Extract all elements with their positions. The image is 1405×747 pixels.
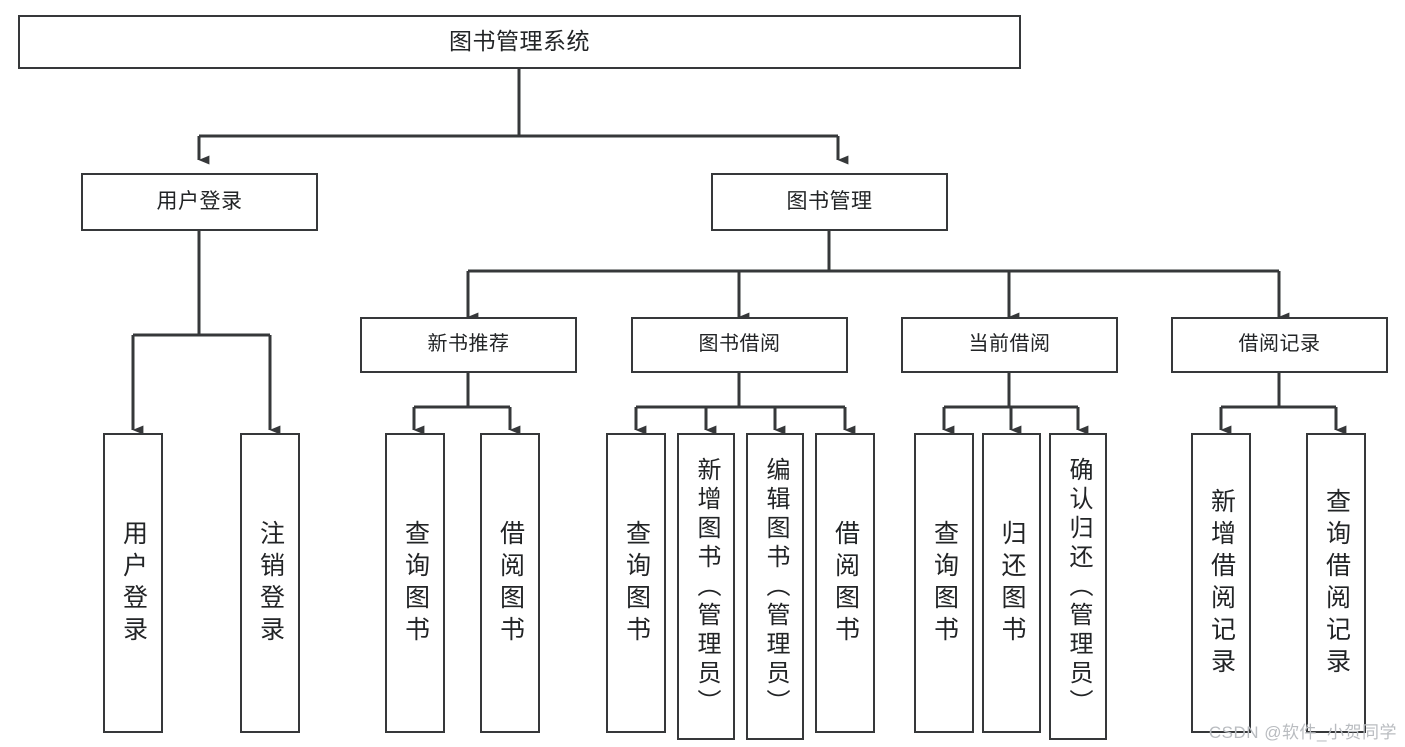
node-book-borrow[interactable]: 图书借阅	[631, 317, 848, 373]
leaf-return-book[interactable]: 归还图书	[982, 433, 1041, 733]
node-user-login[interactable]: 用户登录	[81, 173, 318, 231]
leaf-borrow-book-2-label: 借阅图书	[831, 520, 860, 648]
leaf-add-book[interactable]: 新增图书（管理员）	[677, 433, 735, 740]
leaf-confirm-return-label: 确认归还（管理员）	[1065, 457, 1092, 718]
leaf-confirm-return[interactable]: 确认归还（管理员）	[1049, 433, 1107, 740]
leaf-edit-book-label: 编辑图书（管理员）	[762, 457, 789, 718]
leaf-add-book-label: 新增图书（管理员）	[693, 457, 720, 718]
leaf-user-login[interactable]: 用户登录	[103, 433, 163, 733]
leaf-query-record-label: 查询借阅记录	[1322, 488, 1351, 680]
leaf-borrow-book-1[interactable]: 借阅图书	[480, 433, 540, 733]
leaf-query-book-3[interactable]: 查询图书	[914, 433, 974, 733]
node-book-borrow-label: 图书借阅	[698, 333, 781, 356]
node-root-label: 图书管理系统	[449, 28, 590, 55]
leaf-query-book-2[interactable]: 查询图书	[606, 433, 666, 733]
leaf-user-login-label: 用户登录	[119, 520, 148, 648]
leaf-query-book-1-label: 查询图书	[401, 520, 430, 648]
leaf-edit-book[interactable]: 编辑图书（管理员）	[746, 433, 804, 740]
node-borrow-record-label: 借阅记录	[1238, 333, 1321, 356]
leaf-borrow-book-2[interactable]: 借阅图书	[815, 433, 875, 733]
leaf-return-book-label: 归还图书	[998, 520, 1026, 648]
node-current-borrow-label: 当前借阅	[968, 333, 1051, 356]
leaf-query-book-1[interactable]: 查询图书	[385, 433, 445, 733]
leaf-add-record-label: 新增借阅记录	[1207, 488, 1236, 680]
leaf-logout[interactable]: 注销登录	[240, 433, 300, 733]
leaf-logout-label: 注销登录	[256, 520, 285, 648]
leaf-borrow-book-1-label: 借阅图书	[496, 520, 525, 648]
node-user-login-label: 用户登录	[156, 189, 243, 213]
leaf-query-book-2-label: 查询图书	[622, 520, 651, 648]
leaf-query-record[interactable]: 查询借阅记录	[1306, 433, 1366, 733]
node-book-manage-label: 图书管理	[786, 189, 873, 213]
node-book-manage[interactable]: 图书管理	[711, 173, 948, 231]
node-borrow-record[interactable]: 借阅记录	[1171, 317, 1388, 373]
node-current-borrow[interactable]: 当前借阅	[901, 317, 1118, 373]
leaf-query-book-3-label: 查询图书	[930, 520, 959, 648]
node-root[interactable]: 图书管理系统	[18, 15, 1021, 69]
leaf-add-record[interactable]: 新增借阅记录	[1191, 433, 1251, 733]
watermark: CSDN @软件_小贺同学	[1208, 723, 1397, 742]
node-new-book-rec-label: 新书推荐	[427, 333, 510, 356]
node-new-book-rec[interactable]: 新书推荐	[360, 317, 577, 373]
